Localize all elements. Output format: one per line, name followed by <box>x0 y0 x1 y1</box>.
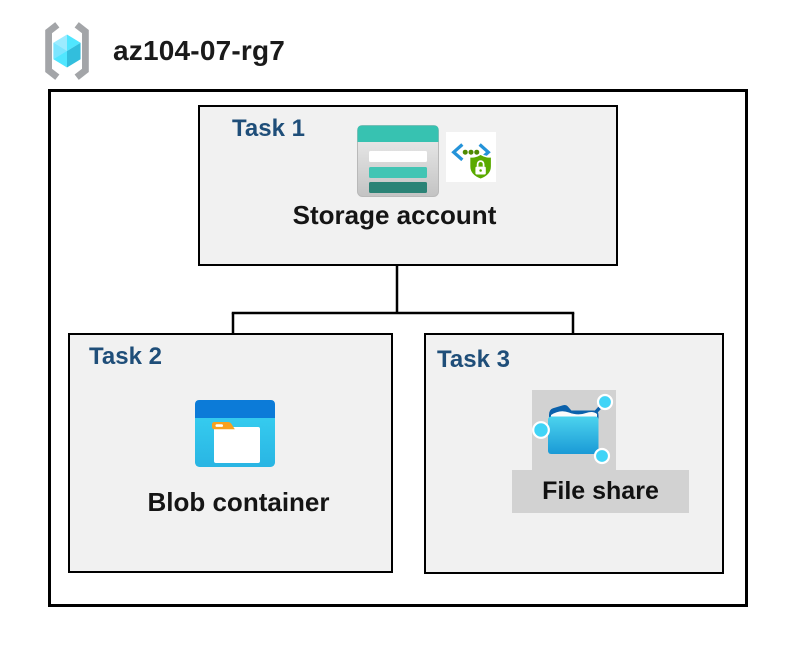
task3-label: Task 3 <box>437 346 510 373</box>
task2-box: Task 2 Blob container <box>68 333 393 573</box>
resource-group-header: az104-07-rg7 <box>36 20 285 82</box>
task1-label: Task 1 <box>232 115 305 142</box>
blob-container-caption: Blob container <box>147 487 330 517</box>
storage-account-icon <box>357 125 439 202</box>
storage-account-caption: Storage account <box>292 200 497 230</box>
sas-security-icon <box>446 132 496 187</box>
resource-group-name: az104-07-rg7 <box>113 35 286 66</box>
resource-group-icon <box>36 20 98 82</box>
file-share-icon-highlight <box>532 390 616 470</box>
file-share-icon <box>532 393 616 474</box>
task3-box: Task 3 <box>424 333 724 574</box>
file-share-label-highlight: File share <box>512 470 689 513</box>
task1-box: Task 1 <box>198 105 618 266</box>
file-share-caption: File share <box>542 477 659 505</box>
task2-label: Task 2 <box>89 343 162 370</box>
blob-container-icon <box>195 400 275 472</box>
